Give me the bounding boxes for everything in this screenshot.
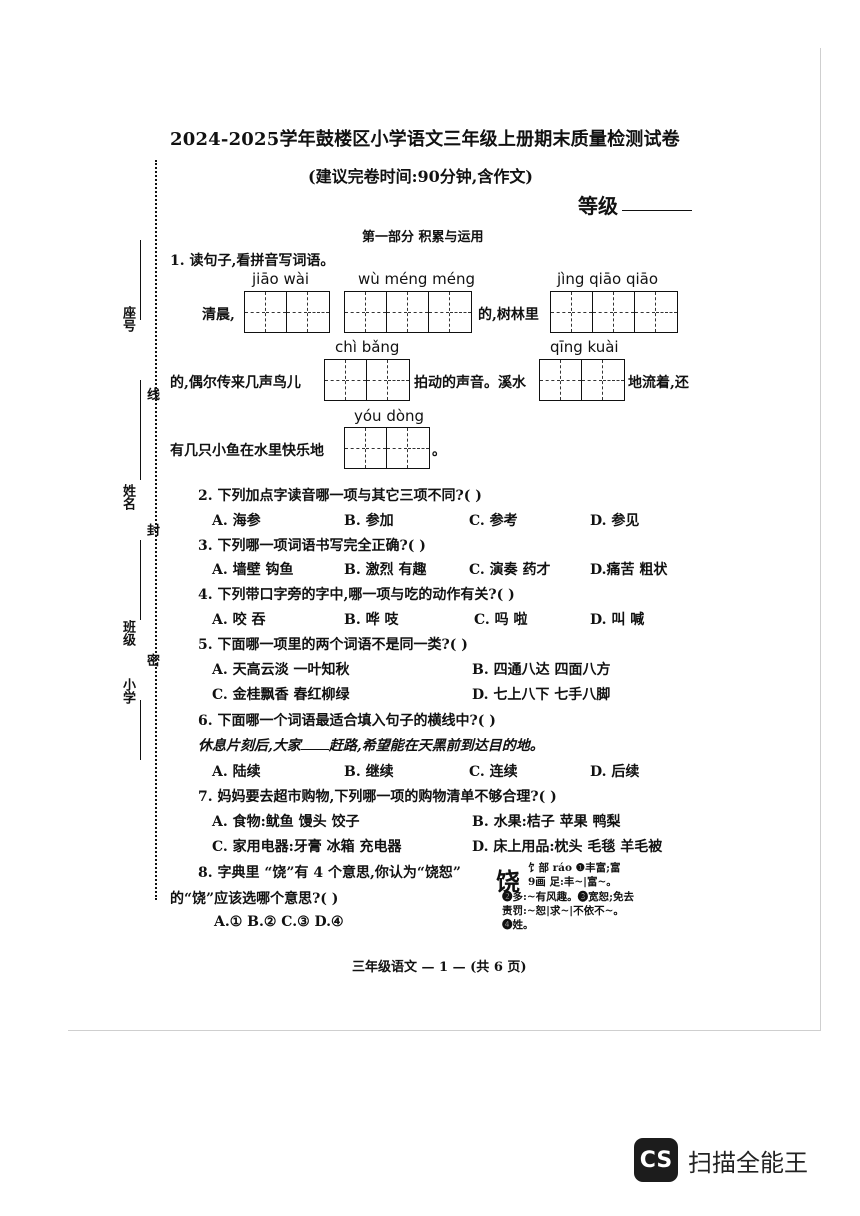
q1-line2-end: 地流着,还 [628,375,689,391]
dictionary-char: 饶 [496,867,520,896]
class-label: 班级 [120,620,135,646]
grade-label: 等级 [578,194,618,218]
q6-sentence: 休息片刻后,大家 赶路,希望能在天黑前到达目的地。 [198,735,544,755]
q1-pinyin-3: jìng qiāo qiāo [557,270,659,288]
binding-dotted-line [155,160,157,900]
exam-subtitle: (建议完卷时间:90分钟,含作文) [308,167,533,186]
q6-stem: 6. 下面哪一个词语最适合填入句子的横线中?( ) [198,713,496,729]
q5-option-a[interactable]: A. 天高云淡 一叶知秋 [212,662,350,678]
camscanner-logo: CS [634,1138,678,1182]
q1-line3-end: 。 [432,443,446,459]
q4-option-b[interactable]: B. 哗 吱 [344,612,399,628]
q1-pinyin-2: wù méng méng [358,270,476,288]
camscanner-name: 扫描全能王 [688,1148,808,1177]
q1-pinyin-4: chì bǎng [335,338,400,356]
answer-grid-3[interactable] [550,291,678,333]
school-blank [140,700,141,760]
answer-grid-4[interactable] [324,359,410,401]
q3-option-a[interactable]: A. 墙壁 钩鱼 [212,562,294,578]
q6-sentence-part-b: 赶路,希望能在天黑前到达目的地。 [328,738,544,754]
name-label: 姓名 [120,484,135,510]
q6-sentence-part-a: 休息片刻后,大家 [198,738,301,754]
q1-pinyin-1: jiāo wài [252,270,310,288]
seal-mi: 密 [147,654,161,669]
answer-grid-1[interactable] [244,291,330,333]
q1-line1-mid: 的,树林里 [478,307,539,323]
answer-grid-2[interactable] [344,291,472,333]
answer-grid-5[interactable] [539,359,625,401]
q4-option-c[interactable]: C. 吗 啦 [474,612,528,628]
q1-pinyin-5: qīng kuài [550,338,619,356]
q6-option-c[interactable]: C. 连续 [469,764,518,780]
class-blank [140,540,141,620]
q3-option-b[interactable]: B. 激烈 有趣 [344,562,427,578]
q1-line3-lead: 有几只小鱼在水里快乐地 [170,443,324,459]
q7-option-d[interactable]: D. 床上用品:枕头 毛毯 羊毛被 [472,839,663,855]
part-title: 第一部分 积累与运用 [362,230,484,245]
q4-option-d[interactable]: D. 叫 喊 [590,612,645,628]
q5-option-b[interactable]: B. 四通八达 四面八方 [472,662,611,678]
q8-stem-line1: 8. 字典里 “饶”有 4 个意思,你认为“饶恕” [198,865,461,881]
name-blank [140,380,141,480]
q7-option-a[interactable]: A. 食物:鱿鱼 馒头 饺子 [212,814,360,830]
q1-line2-mid: 拍动的声音。溪水 [414,375,526,391]
q1-line1-lead: 清晨, [202,307,235,323]
q4-option-a[interactable]: A. 咬 吞 [212,612,266,628]
q2-option-a[interactable]: A. 海参 [212,513,261,529]
q5-option-c[interactable]: C. 金桂飘香 春红柳绿 [212,687,350,703]
q1-stem: 1. 读句子,看拼音写词语。 [170,253,335,269]
seal-xian: 线 [147,388,161,403]
q3-option-c[interactable]: C. 演奏 药才 [469,562,551,578]
grade-blank [622,210,692,211]
q6-blank[interactable] [300,749,329,750]
q5-stem: 5. 下面哪一项里的两个词语不是同一类?( ) [198,637,468,653]
school-label: 小学 [120,678,135,704]
dictionary-line-2: 9画 足:丰~|富~。 [528,876,617,888]
q3-stem: 3. 下列哪一项词语书写完全正确?( ) [198,538,426,554]
scanner-watermark: CS 扫描全能王 [634,1138,808,1182]
q2-option-c[interactable]: C. 参考 [469,513,518,529]
q1-line2-lead: 的,偶尔传来几声鸟儿 [170,375,301,391]
q7-stem: 7. 妈妈要去超市购物,下列哪一项的购物清单不够合理?( ) [198,789,557,805]
q8-options[interactable]: A.① B.② C.③ D.④ [214,914,344,930]
q7-option-c[interactable]: C. 家用电器:牙膏 冰箱 充电器 [212,839,402,855]
q8-stem-line2: 的“饶”应该选哪个意思?( ) [170,891,339,907]
q2-stem: 2. 下列加点字读音哪一项与其它三项不同?( ) [198,488,482,504]
exam-title: 2024-2025学年鼓楼区小学语文三年级上册期末质量检测试卷 [170,129,680,150]
q7-option-b[interactable]: B. 水果:桔子 苹果 鸭梨 [472,814,621,830]
dictionary-line-1: 饣部 ráo ❶丰富;富 [528,862,621,874]
dictionary-line-3: ❷多:~有风趣。❸宽恕;免去 [502,891,635,903]
q2-option-b[interactable]: B. 参加 [344,513,394,529]
q2-option-d[interactable]: D. 参见 [590,513,640,529]
dictionary-line-5: ❹姓。 [502,919,534,931]
q1-pinyin-6: yóu dòng [354,407,425,425]
q3-option-d[interactable]: D.痛苦 粗状 [590,562,668,578]
seat-label: 座号 [120,306,135,332]
q6-option-b[interactable]: B. 继续 [344,764,394,780]
answer-grid-6[interactable] [344,427,430,469]
q6-option-d[interactable]: D. 后续 [590,764,640,780]
seal-feng: 封 [147,524,161,539]
exam-paper [68,48,821,1031]
page-footer: 三年级语文 — 1 — (共 6 页) [352,960,527,975]
q5-option-d[interactable]: D. 七上八下 七手八脚 [472,687,611,703]
q6-option-a[interactable]: A. 陆续 [212,764,261,780]
seat-blank [140,240,141,320]
dictionary-line-4: 责罚:~恕|求~|不依不~。 [502,905,624,917]
q4-stem: 4. 下列带口字旁的字中,哪一项与吃的动作有关?( ) [198,587,515,603]
